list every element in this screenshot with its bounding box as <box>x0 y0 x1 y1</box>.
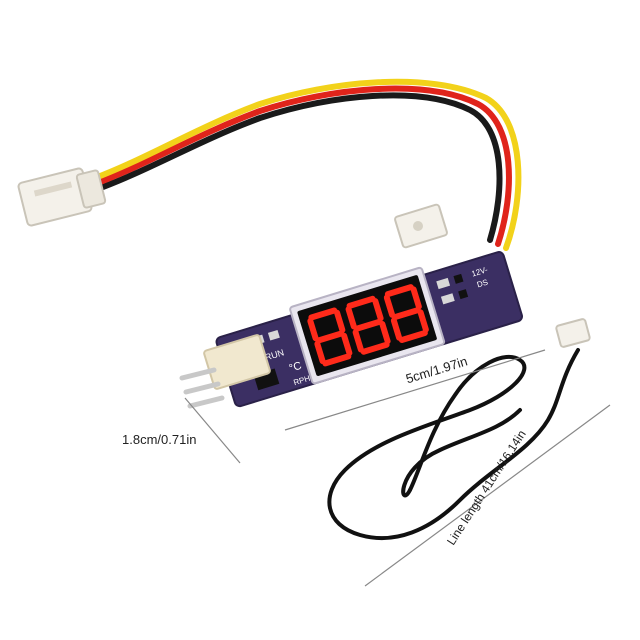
dimension-width-label: 1.8cm/0.71in <box>122 432 197 447</box>
led-display <box>289 266 446 385</box>
digit-2 <box>345 295 391 355</box>
fan-connector-left <box>17 167 107 227</box>
digit-1 <box>307 307 353 367</box>
fan-cable <box>92 78 522 251</box>
pcb-label-ds: DS <box>476 278 489 290</box>
power-connector <box>394 203 448 249</box>
pcb-board: RUN °C RPH 12V- DS <box>215 251 523 408</box>
fan-header-pins <box>179 334 271 409</box>
digit-3 <box>383 284 429 344</box>
pcb-label-celsius: °C <box>288 360 303 375</box>
temperature-probe-cable <box>327 318 591 541</box>
dimension-lines <box>184 349 611 587</box>
